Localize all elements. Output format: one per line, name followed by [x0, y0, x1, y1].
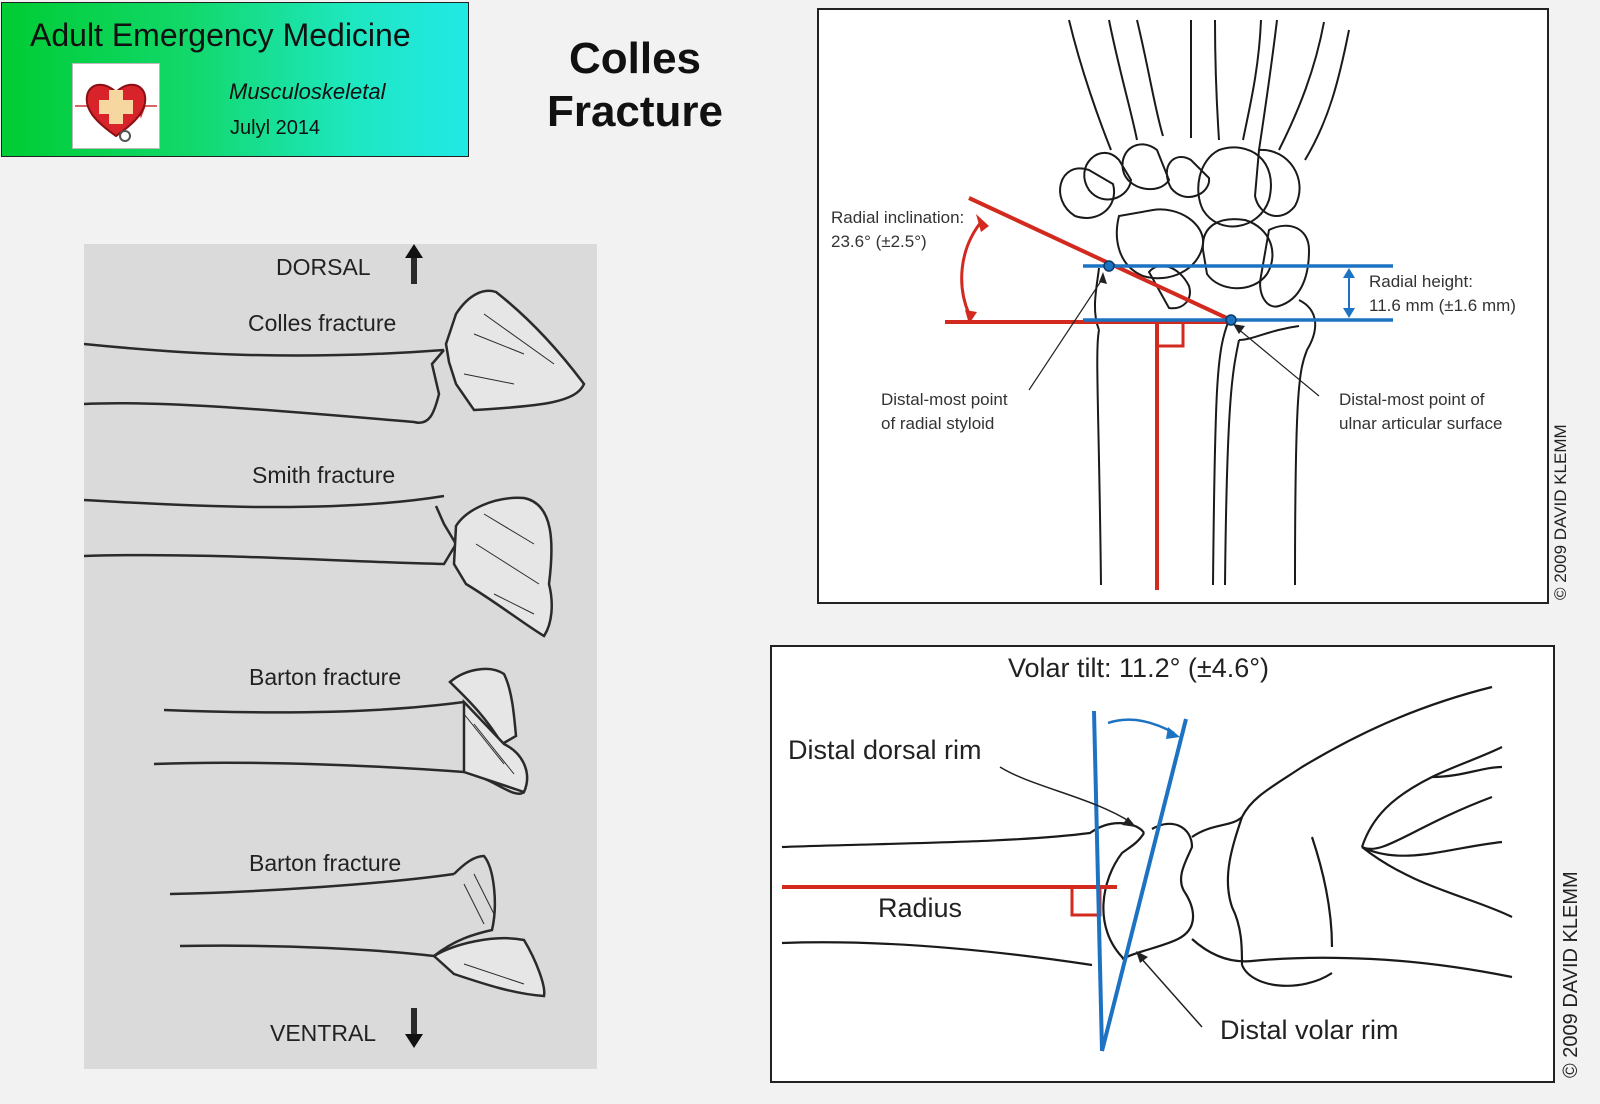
colles-fracture-bone — [84, 289, 586, 425]
colles-fracture-label: Colles fracture — [248, 310, 397, 336]
radial-inclination-label: Radial inclination: 23.6° (±2.5°) — [831, 206, 964, 254]
fracture-types-panel: DORSAL Colles fracture Smith fracture Ba… — [84, 244, 597, 1069]
radius-label: Radius — [878, 893, 963, 923]
ulnar-surface-line1: Distal-most point of — [1339, 390, 1485, 409]
barton-fracture-label-2: Barton fracture — [249, 850, 402, 876]
wrist-lateral-diagram — [781, 685, 1513, 1052]
header-banner: Adult Emergency Medicine Musculoskeletal… — [1, 2, 469, 157]
barton-fracture-label-1: Barton fracture — [249, 664, 402, 690]
radial-height-value: 11.6 mm (±1.6 mm) — [1369, 296, 1516, 315]
heart-medical-cross-icon — [72, 63, 160, 149]
radial-inclination-title: Radial inclination: — [831, 208, 965, 227]
smith-fracture-bone — [84, 494, 553, 638]
radial-inclination-panel: Radial inclination: 23.6° (±2.5°) Radial… — [817, 8, 1549, 604]
radial-height-label: Radial height: 11.6 mm (±1.6 mm) — [1369, 270, 1516, 318]
copyright-lateral: © 2009 DAVID KLEMM — [1560, 871, 1582, 1078]
header-subtitle: Musculoskeletal — [229, 79, 386, 104]
ventral-label: VENTRAL — [270, 1020, 377, 1046]
page-title-line1: Colles — [568, 34, 702, 83]
header-date: Julyl 2014 — [230, 117, 321, 139]
radial-height-title: Radial height: — [1369, 272, 1473, 291]
ulnar-surface-label: Distal-most point of ulnar articular sur… — [1339, 388, 1502, 436]
distal-volar-rim-label: Distal volar rim — [1220, 1015, 1399, 1045]
dorsal-label: DORSAL — [276, 254, 371, 280]
header-title: Adult Emergency Medicine — [30, 17, 411, 53]
smith-fracture-label: Smith fracture — [252, 462, 396, 488]
volar-tilt-panel: Volar tilt: 11.2° (±4.6°) Distal dorsal … — [770, 645, 1555, 1083]
barton-fracture-bone-1 — [153, 667, 529, 795]
ulnar-surface-line2: ulnar articular surface — [1339, 414, 1503, 433]
page-title-line2: Fracture — [546, 87, 724, 136]
ventral-arrow-icon — [405, 1008, 423, 1048]
radial-styloid-line2: of radial styloid — [881, 414, 995, 433]
dorsal-arrow-icon — [405, 244, 423, 284]
distal-dorsal-rim-label: Distal dorsal rim — [788, 735, 982, 765]
barton-fracture-bone-2 — [169, 854, 546, 998]
page-title: Colles Fracture — [510, 32, 760, 138]
radial-styloid-line1: Distal-most point — [881, 390, 1008, 409]
volar-tilt-label: Volar tilt: 11.2° (±4.6°) — [1008, 653, 1270, 683]
radial-inclination-value: 23.6° (±2.5°) — [831, 232, 927, 251]
radial-styloid-label: Distal-most point of radial styloid — [881, 388, 1008, 436]
fracture-bones-illustration — [84, 244, 586, 1048]
copyright-wrist: © 2009 DAVID KLEMM — [1551, 424, 1570, 600]
wrist-ap-diagram — [945, 19, 1393, 590]
